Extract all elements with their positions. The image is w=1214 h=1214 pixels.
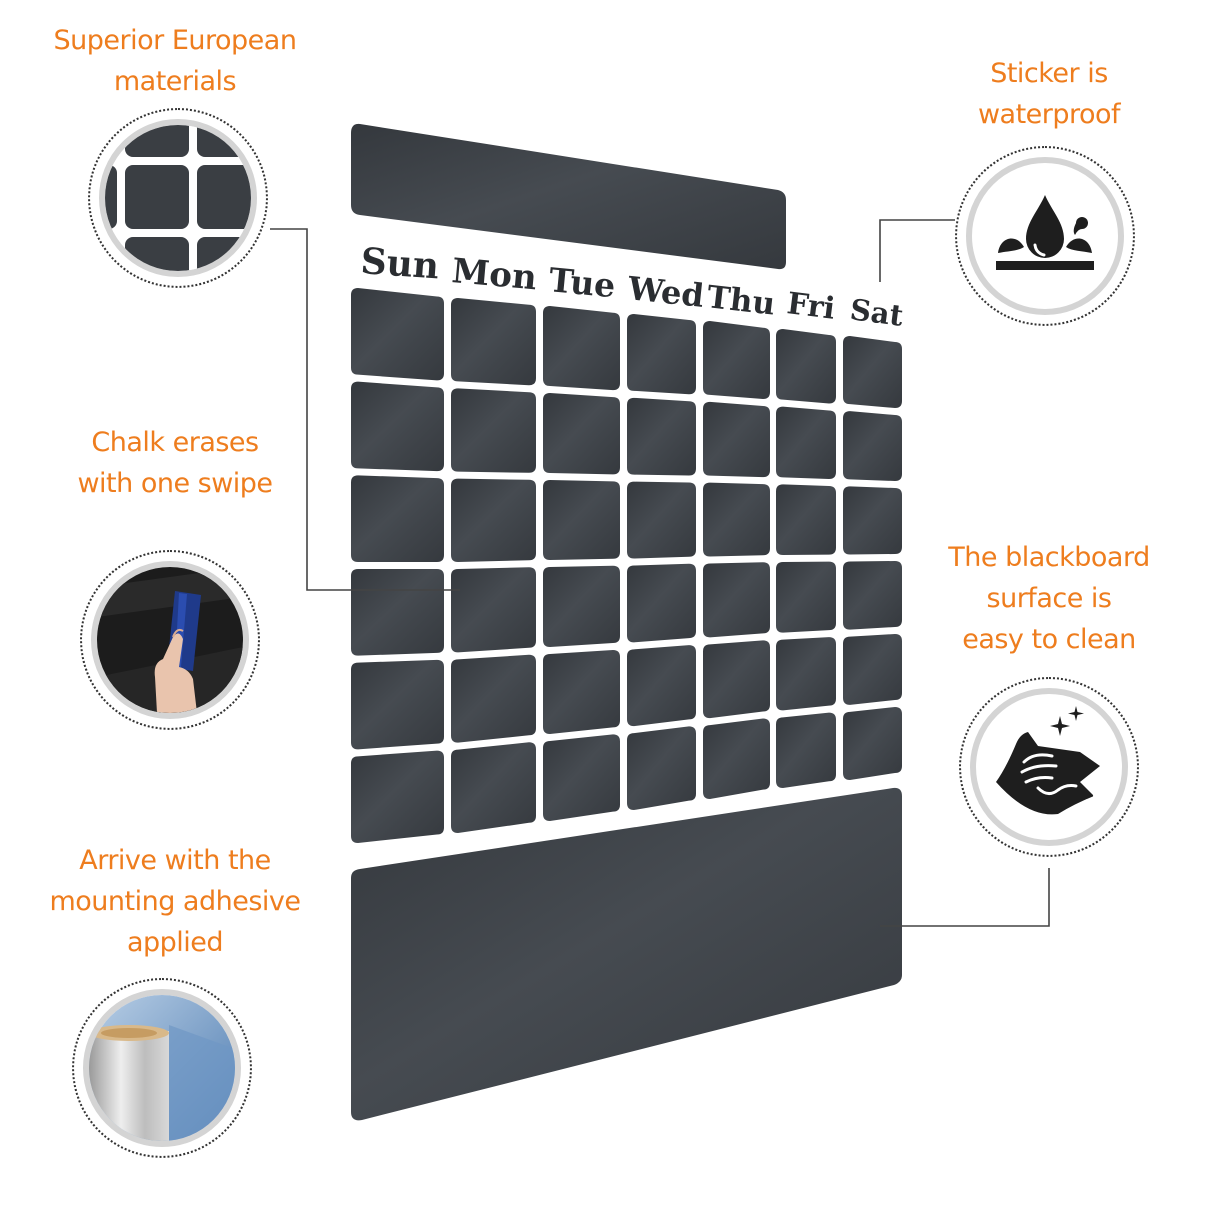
- calendar-cell: [776, 329, 836, 404]
- day-label-sun: Sun: [359, 240, 440, 287]
- calendar-cell: [776, 561, 836, 633]
- eraser-hand-photo: [97, 567, 243, 713]
- caption-adhesive: Arrive with the mounting adhesive applie…: [49, 845, 301, 958]
- calendar-cell: [776, 406, 836, 480]
- calendar-cell: [843, 486, 902, 555]
- calendar-cell: [703, 718, 770, 799]
- connector-waterproof: [879, 219, 955, 282]
- calendar-cell: [627, 481, 696, 559]
- calendar-cell: [843, 707, 902, 780]
- title-panel: [351, 123, 786, 270]
- day-label-fri: Fri: [785, 286, 837, 327]
- calendar-cell: [776, 484, 836, 555]
- calendar-cell: [776, 637, 836, 711]
- calendar-cell: [703, 401, 770, 478]
- calendar-cell: [451, 567, 536, 653]
- calendar-cell: [843, 561, 902, 630]
- calendar-cell: [627, 645, 696, 727]
- caption-waterproof: Sticker is waterproof: [977, 58, 1121, 130]
- connector-materials: [270, 228, 460, 591]
- water-drop-icon: [996, 195, 1094, 270]
- calendar-cell: [543, 393, 620, 475]
- day-label-tue: Tue: [547, 260, 617, 305]
- calendar-cell: [351, 381, 444, 472]
- connector-lines: [270, 219, 1050, 927]
- connector-clean: [880, 868, 1050, 927]
- badge-clean: [959, 677, 1139, 857]
- calendar-cell: [543, 480, 620, 560]
- calendar-cell: [543, 734, 620, 821]
- caption-chalk: Chalk erases with one swipe: [77, 427, 273, 499]
- calendar-cell: [627, 726, 696, 810]
- calendar-cell: [627, 397, 696, 476]
- calendar-cell: [543, 650, 620, 734]
- calendar-cell: [543, 565, 620, 647]
- adhesive-roll-photo: [89, 995, 235, 1141]
- caption-materials: Superior European materials: [53, 25, 297, 97]
- calendar-cell: [451, 298, 536, 386]
- calendar-cell: [351, 659, 444, 750]
- calendar-cell: [627, 563, 696, 643]
- badge-chalk: [80, 550, 260, 730]
- calendar-cell: [351, 750, 444, 843]
- badge-materials: [88, 108, 268, 288]
- notes-panel: [351, 787, 902, 1121]
- calendar-cell: [451, 654, 536, 743]
- calendar-cell: [351, 475, 444, 562]
- calendar-grid-closeup-icon: [105, 125, 251, 271]
- day-label-thu: Thu: [705, 279, 777, 322]
- calendar-cell: [543, 306, 620, 391]
- calendar-cell: [703, 321, 770, 399]
- day-label-sat: Sat: [848, 292, 906, 333]
- wiping-hand-icon: [996, 706, 1100, 815]
- calendar-cell: [627, 314, 696, 395]
- badge-adhesive: [72, 978, 252, 1158]
- calendar-cell: [451, 742, 536, 833]
- calendar-cell: [843, 411, 902, 481]
- calendar-cell: [703, 482, 770, 557]
- weekday-labels: Sun Mon Tue Wed Thu Fri Sat: [359, 240, 905, 333]
- calendar-cell: [703, 640, 770, 719]
- day-label-wed: Wed: [625, 269, 706, 315]
- calendar-cell: [776, 712, 836, 788]
- calendar-cell: [703, 562, 770, 638]
- calendar-cell: [451, 478, 536, 562]
- calendar-cell: [351, 569, 444, 656]
- calendar-cell: [843, 634, 902, 705]
- calendar-cell: [351, 288, 444, 381]
- badge-waterproof: [955, 146, 1135, 326]
- day-label-mon: Mon: [450, 251, 538, 298]
- calendar-cell: [451, 388, 536, 473]
- calendar-grid: [351, 288, 902, 843]
- calendar-cell: [843, 336, 902, 408]
- caption-clean: The blackboard surface is easy to clean: [948, 542, 1150, 655]
